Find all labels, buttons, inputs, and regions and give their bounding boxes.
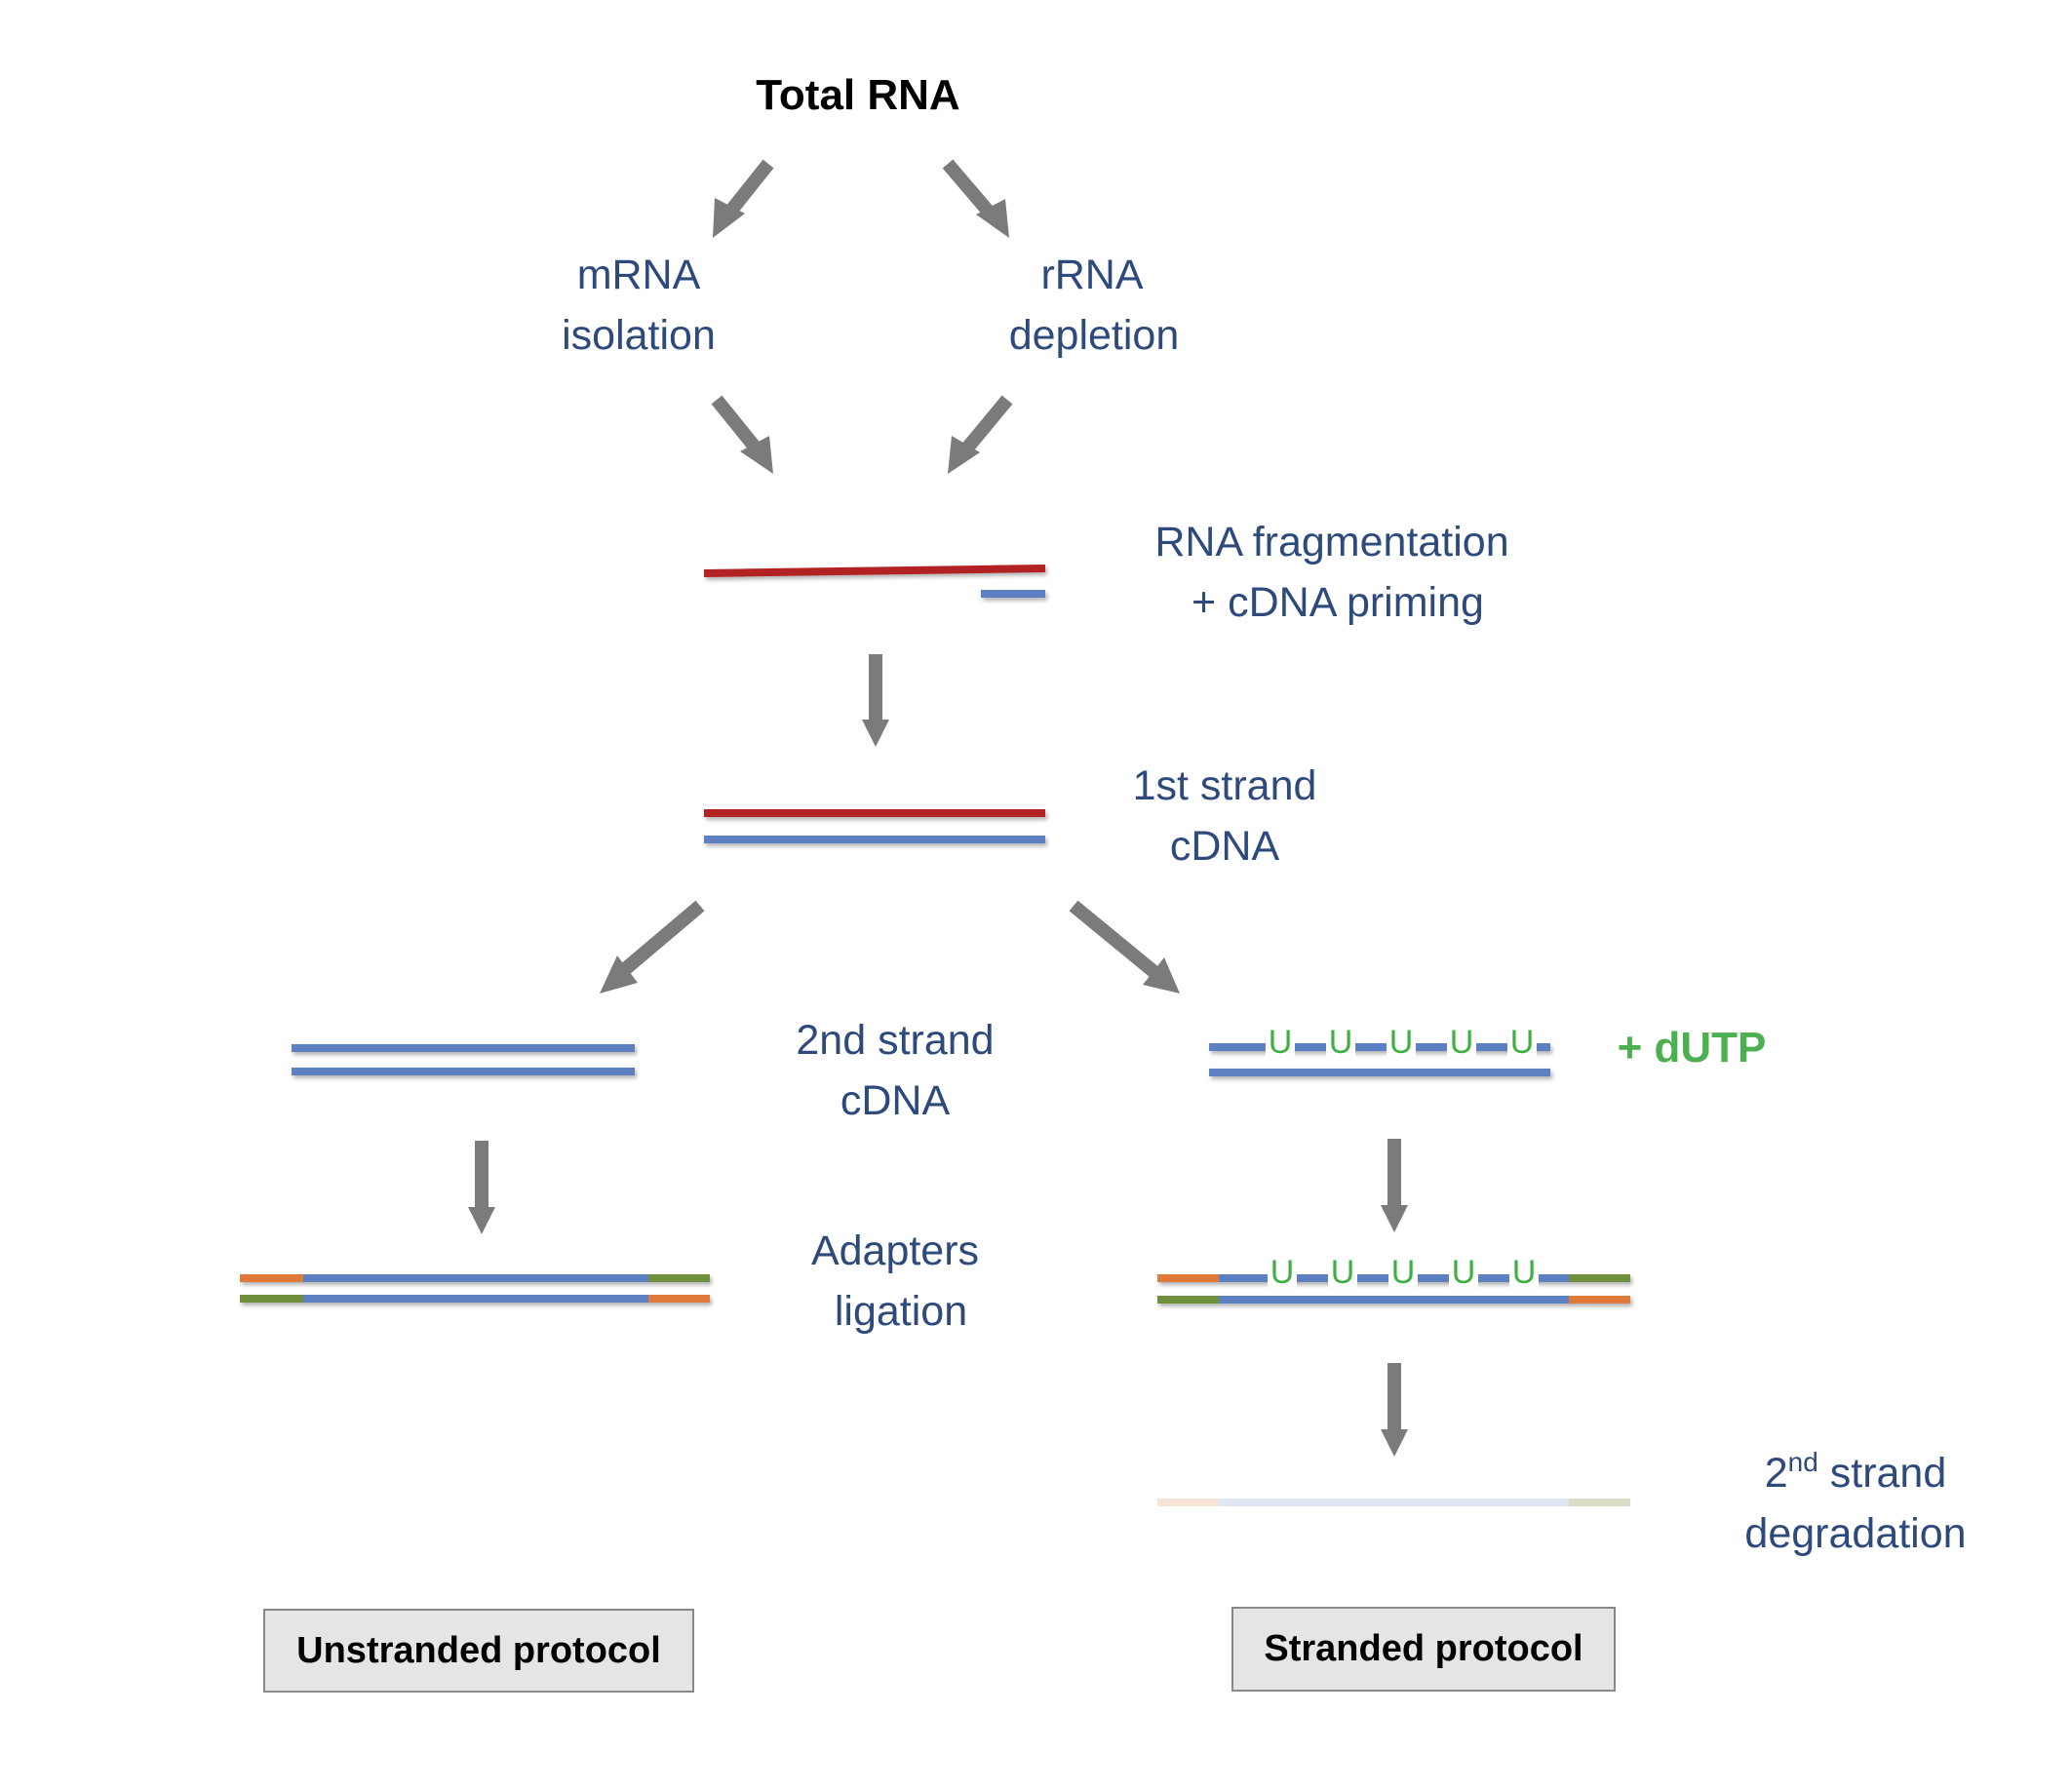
stranded-second-strand <box>1209 1043 1550 1076</box>
uracil-2-3: U <box>1391 1254 1416 1291</box>
arrow-to-degradation <box>1381 1363 1408 1457</box>
uracil-2-1: U <box>1270 1254 1295 1291</box>
arrows-top <box>713 159 1009 238</box>
mrna-isolation-label-1: mRNA <box>577 252 701 298</box>
arrow-to-unstranded <box>619 900 705 976</box>
degradation-label-2: degradation <box>1744 1510 1966 1557</box>
u-gap-1-3 <box>1387 1035 1416 1057</box>
u-gap-2-1 <box>1268 1266 1297 1288</box>
arrow-unstranded-adapters-head <box>468 1207 495 1234</box>
uracil-1-2: U <box>1329 1024 1353 1061</box>
arrow-to-stranded-head <box>1143 957 1180 993</box>
arrows-diverge <box>600 900 1180 993</box>
fragmentation-label-1: RNA fragmentation <box>1154 519 1508 565</box>
fragmentation-strands <box>703 565 1046 598</box>
adapters-label-2: ligation <box>835 1288 967 1335</box>
rna-fragment-strand <box>703 565 1046 577</box>
arrow-to-first-strand-shaft <box>869 654 882 722</box>
unstranded-adapters <box>240 1274 710 1303</box>
uracil-2-4: U <box>1452 1254 1476 1291</box>
u-gap-1-1 <box>1266 1035 1295 1057</box>
arrow-to-unstranded-head <box>600 955 638 993</box>
arrow-to-degradation-shaft <box>1387 1363 1401 1431</box>
arrow-rrna-down <box>959 395 1013 455</box>
degradation-superscript: nd <box>1788 1447 1818 1477</box>
second-strand-label-2: cDNA <box>840 1077 951 1124</box>
arrow-mrna-down-head <box>740 436 773 474</box>
uracil-marks-row-2: U U U U U <box>1268 1254 1539 1291</box>
u-gap-2-5 <box>1509 1266 1539 1288</box>
uracil-1-4: U <box>1450 1024 1474 1061</box>
mrna-isolation-label-2: isolation <box>562 312 716 359</box>
arrow-to-stranded <box>1069 900 1160 979</box>
uracil-2-2: U <box>1331 1254 1355 1291</box>
arrows-to-adapters <box>468 1139 1408 1234</box>
arrows-converge <box>711 395 1013 474</box>
u-gap-1-5 <box>1507 1035 1537 1057</box>
u-gap-2-3 <box>1388 1266 1418 1288</box>
rrna-depletion-label-2: depletion <box>1009 312 1180 359</box>
arrow-stranded-adapters-shaft <box>1387 1139 1401 1207</box>
u-gap-2-4 <box>1449 1266 1478 1288</box>
degradation-suffix: strand <box>1818 1450 1946 1497</box>
degradation-prefix: 2 <box>1765 1450 1788 1497</box>
u-gap-2-2 <box>1328 1266 1357 1288</box>
first-strand-strands <box>704 809 1045 843</box>
rrna-depletion-label-1: rRNA <box>1040 252 1143 298</box>
unstranded-protocol-label: Unstranded protocol <box>296 1630 661 1671</box>
uracil-2-5: U <box>1512 1254 1537 1291</box>
unstranded-protocol-box <box>263 1609 694 1693</box>
adapters-label-1: Adapters <box>811 1227 979 1274</box>
degradation-label-1: 2nd strand <box>1765 1447 1947 1497</box>
arrow-mrna-down <box>711 395 763 455</box>
diagram-title: Total RNA <box>756 71 959 119</box>
arrow-to-first-strand <box>862 654 889 747</box>
arrow-to-degradation-head <box>1381 1429 1408 1457</box>
arrow-rrna-down-head <box>948 436 980 474</box>
uracil-1-5: U <box>1510 1024 1535 1061</box>
uracil-marks-row-1: U U U U U <box>1266 1024 1537 1061</box>
uracil-1-1: U <box>1269 1024 1293 1061</box>
unstranded-second-strand <box>292 1044 635 1075</box>
arrow-to-rrna-head <box>976 199 1009 238</box>
uracil-1-3: U <box>1389 1024 1414 1061</box>
arrow-to-mrna-head <box>713 198 745 238</box>
arrow-to-rrna <box>942 159 998 221</box>
u-gap-1-2 <box>1326 1035 1355 1057</box>
dutp-label: + dUTP <box>1618 1024 1767 1071</box>
stranded-protocol-label: Stranded protocol <box>1264 1628 1583 1669</box>
first-strand-label-1: 1st strand <box>1133 762 1317 809</box>
arrow-unstranded-adapters-shaft <box>475 1141 488 1209</box>
u-gap-1-4 <box>1447 1035 1476 1057</box>
stranded-protocol-box <box>1231 1607 1616 1692</box>
arrow-to-first-strand-head <box>862 720 889 747</box>
second-strand-label-1: 2nd strand <box>796 1017 994 1064</box>
first-strand-label-2: cDNA <box>1170 823 1280 870</box>
arrow-stranded-adapters-head <box>1381 1205 1408 1232</box>
fragmentation-label-2: + cDNA priming <box>1192 579 1484 626</box>
